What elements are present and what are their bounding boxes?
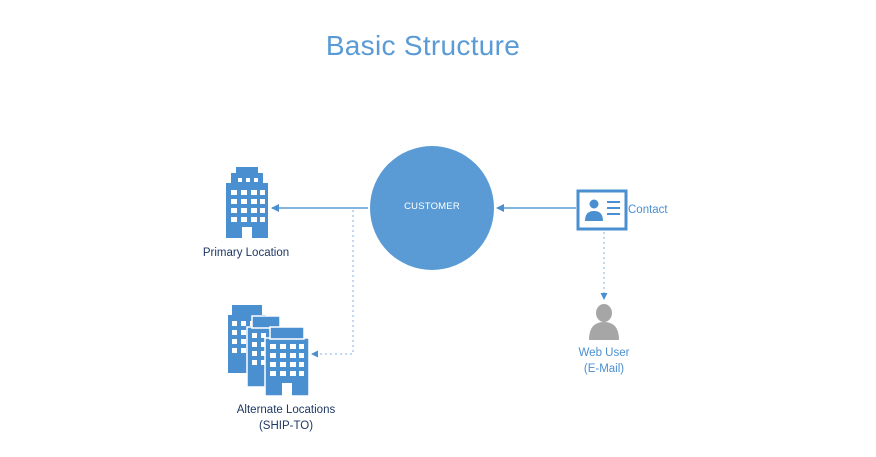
contact-card-icon (576, 189, 628, 231)
web-user-label: Web User (E-Mail) (554, 345, 654, 377)
alternate-locations-label: Alternate Locations (SHIP-TO) (206, 402, 366, 434)
alternate-locations-line2: (SHIP-TO) (258, 420, 314, 432)
person-icon (589, 304, 619, 340)
buildings-stack-icon (228, 305, 310, 397)
alternate-locations-line1: Alternate Locations (236, 404, 336, 416)
customer-to-alternate-connector (311, 210, 354, 358)
web-user-line1: Web User (578, 347, 630, 359)
customer-node (370, 146, 494, 270)
contact-label: Contact (628, 204, 668, 216)
customer-node-label: CUSTOMER (404, 201, 460, 212)
primary-location-label: Primary Location (202, 247, 290, 259)
building-icon (226, 167, 268, 238)
diagram-title: Basic Structure (325, 30, 521, 61)
web-user-line2: (E-Mail) (583, 363, 625, 375)
